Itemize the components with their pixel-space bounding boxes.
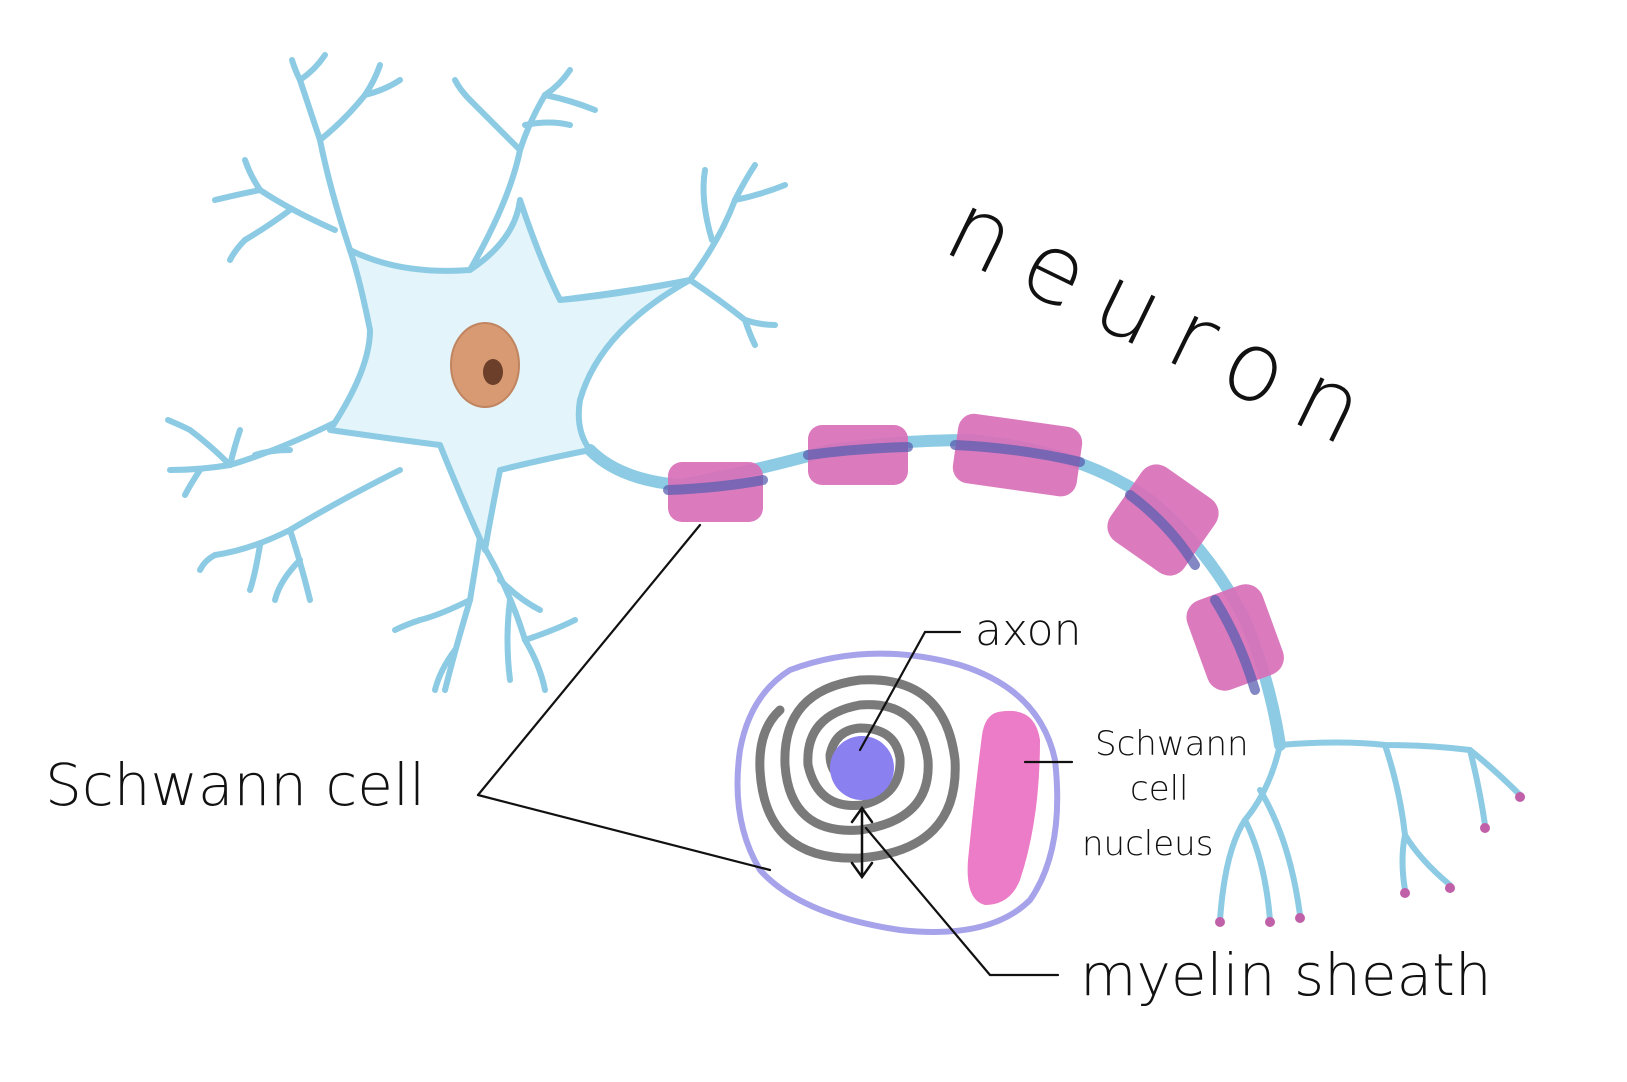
myelin-layers (755, 675, 960, 863)
terminal-bouton (1515, 792, 1525, 802)
schwann-nucleus-cross-section (967, 710, 1040, 905)
label-schwann-nucleus-1: Schwann (1095, 724, 1249, 764)
cross-section (734, 650, 1061, 935)
terminal-bouton (1445, 883, 1455, 893)
axon-under-myelin (663, 440, 1260, 695)
leader-schwann-bottom (476, 793, 772, 872)
leader-schwann-top (476, 523, 702, 797)
label-schwann-nucleus-3: nucleus (1082, 824, 1213, 864)
label-myelin-sheath: myelin sheath (1080, 941, 1492, 1009)
terminal-bouton (1400, 888, 1410, 898)
terminal-boutons (1215, 792, 1525, 927)
terminal-bouton (1295, 913, 1305, 923)
label-schwann-cell: Schwann cell (45, 751, 425, 819)
terminal-bouton (1215, 917, 1225, 927)
leader-lines (476, 523, 1074, 977)
cross-section-outline (734, 650, 1061, 935)
terminal-bouton (1265, 917, 1275, 927)
nucleolus (483, 359, 503, 385)
schwann-cell-segment (808, 425, 908, 485)
schwann-cell-segment (668, 462, 763, 522)
axon-cross-section (830, 736, 894, 800)
thickness-arrow (850, 805, 874, 880)
leader-myelin (864, 826, 1060, 977)
label-schwann-nucleus-2: cell (1130, 769, 1189, 809)
leader-axon (858, 630, 962, 752)
axon-terminals (1217, 739, 1523, 923)
terminal-bouton (1480, 823, 1490, 833)
label-axon: axon (975, 605, 1081, 656)
